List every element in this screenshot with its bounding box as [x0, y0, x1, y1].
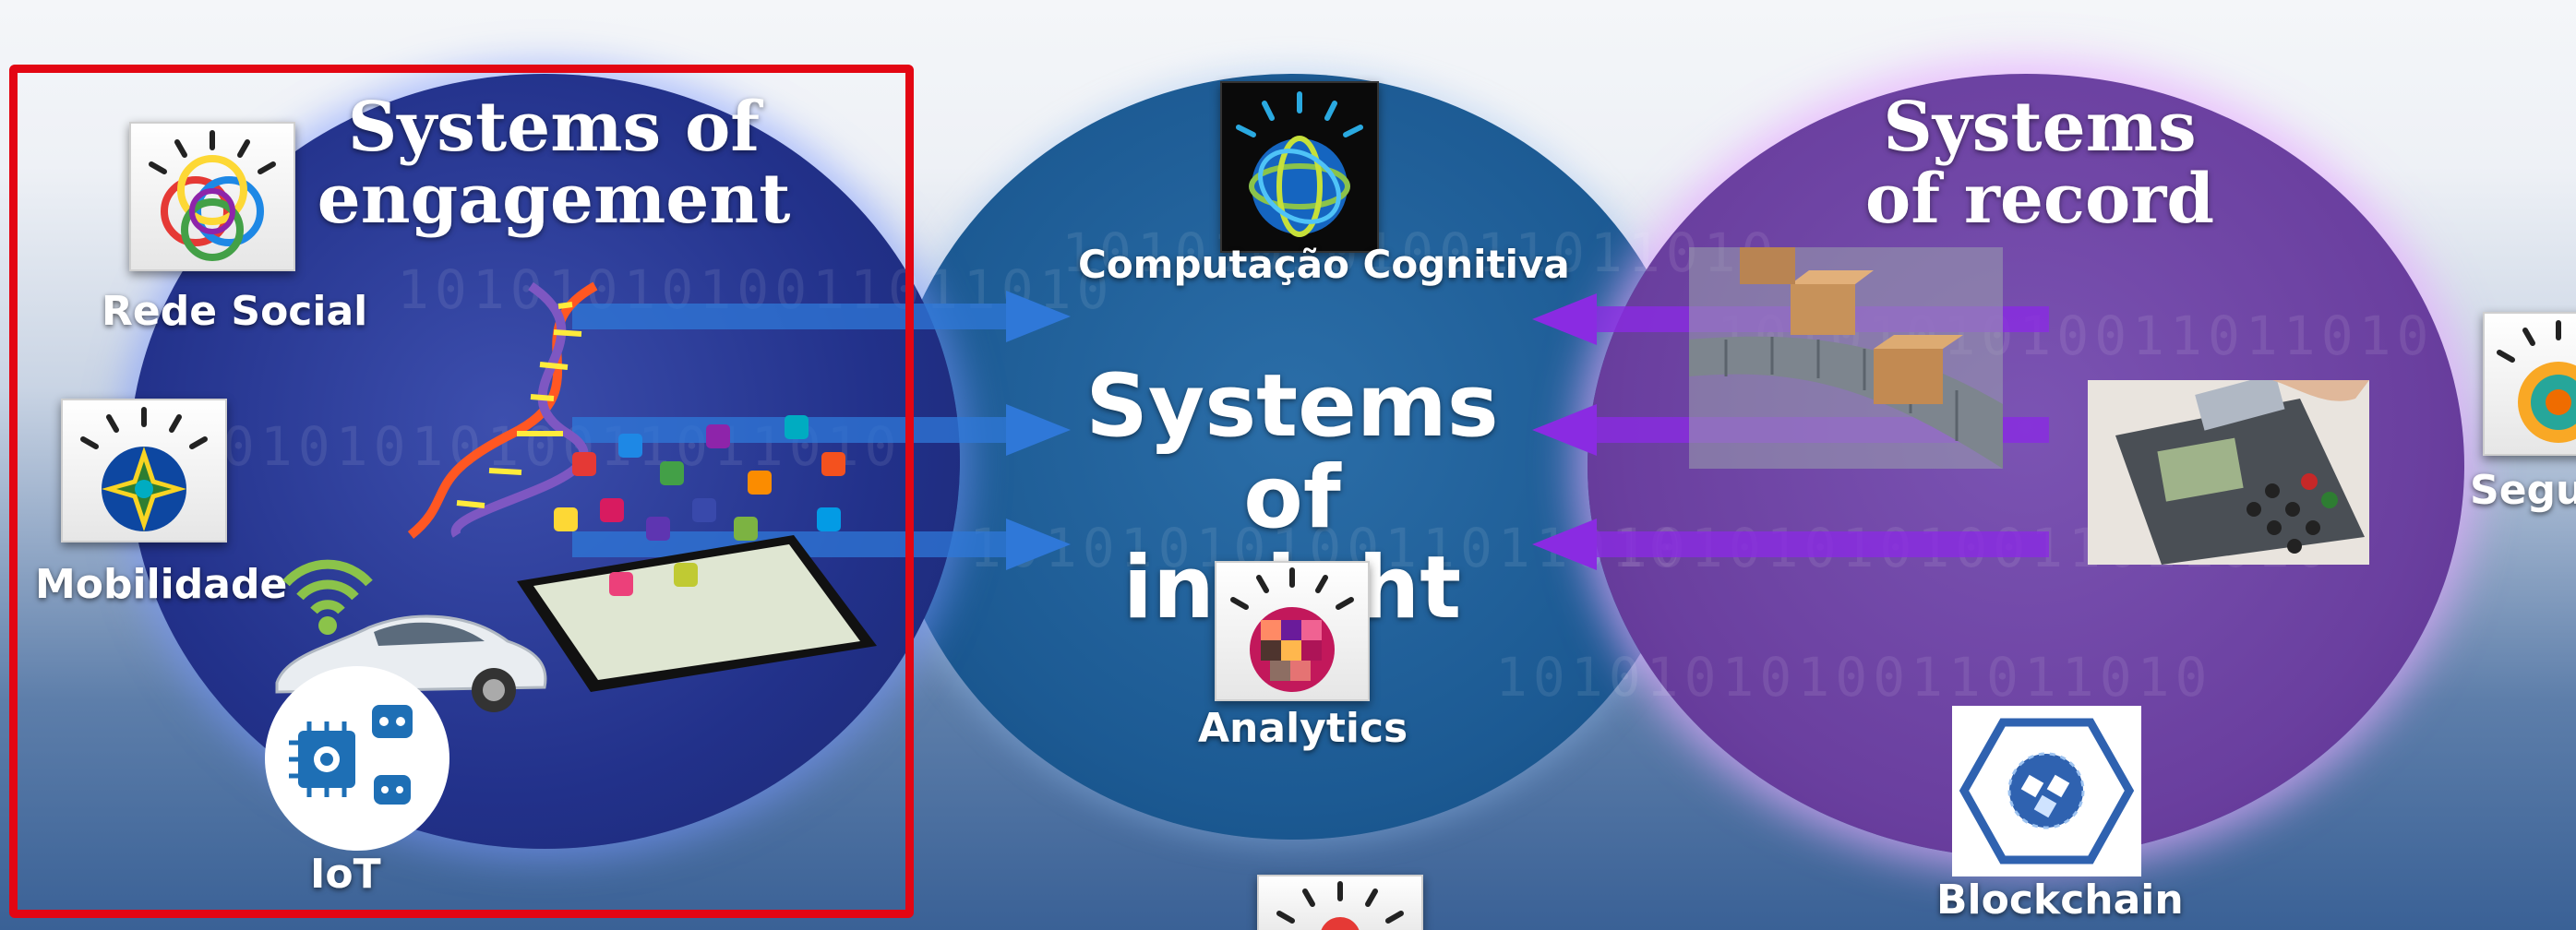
card-payment-photo	[2088, 380, 2369, 565]
iot-icon	[265, 666, 449, 851]
record-title: Systems of record	[1827, 88, 2252, 239]
arrow-left-icon	[1532, 519, 2049, 570]
engagement-highlight-frame	[9, 65, 914, 918]
arrow-right-icon	[572, 291, 1071, 342]
analytics-label: Analytics	[1198, 705, 1408, 752]
social-label: Rede Social	[102, 288, 368, 335]
insight-title-line1: Systems of	[1085, 356, 1499, 548]
wifi-icon	[282, 559, 373, 635]
security-label: Segur	[2470, 467, 2576, 514]
binary-pattern: 1010101010011011010	[1495, 646, 2213, 709]
ibm-bulb-icon	[1257, 875, 1423, 930]
record-title-line2: of record	[1864, 159, 2215, 239]
record-title-line1: Systems	[1883, 88, 2197, 167]
social-network-icon	[129, 122, 295, 271]
blockchain-label: Blockchain	[1936, 876, 2184, 924]
conveyor-boxes-photo	[1689, 247, 2003, 469]
blockchain-icon	[1952, 706, 2141, 876]
iot-label: IoT	[310, 851, 381, 898]
dna-helix-icon	[407, 281, 598, 539]
tablet-apps-icon	[517, 415, 877, 692]
engagement-title: Systems of engagement	[314, 88, 794, 239]
cognitive-computing-label: Computação Cognitiva	[1078, 242, 1570, 287]
insight-title: Systems of insight	[1034, 356, 1551, 635]
cognitive-computing-icon	[1220, 81, 1379, 253]
binary-pattern: 1010101010011011010	[1061, 221, 1779, 284]
engagement-title-line2: engagement	[317, 159, 791, 239]
engagement-title-line1: Systems of	[347, 88, 761, 167]
analytics-icon	[1215, 561, 1370, 701]
security-icon	[2483, 312, 2576, 456]
mobility-icon	[61, 399, 227, 542]
mobility-label: Mobilidade	[35, 561, 288, 608]
